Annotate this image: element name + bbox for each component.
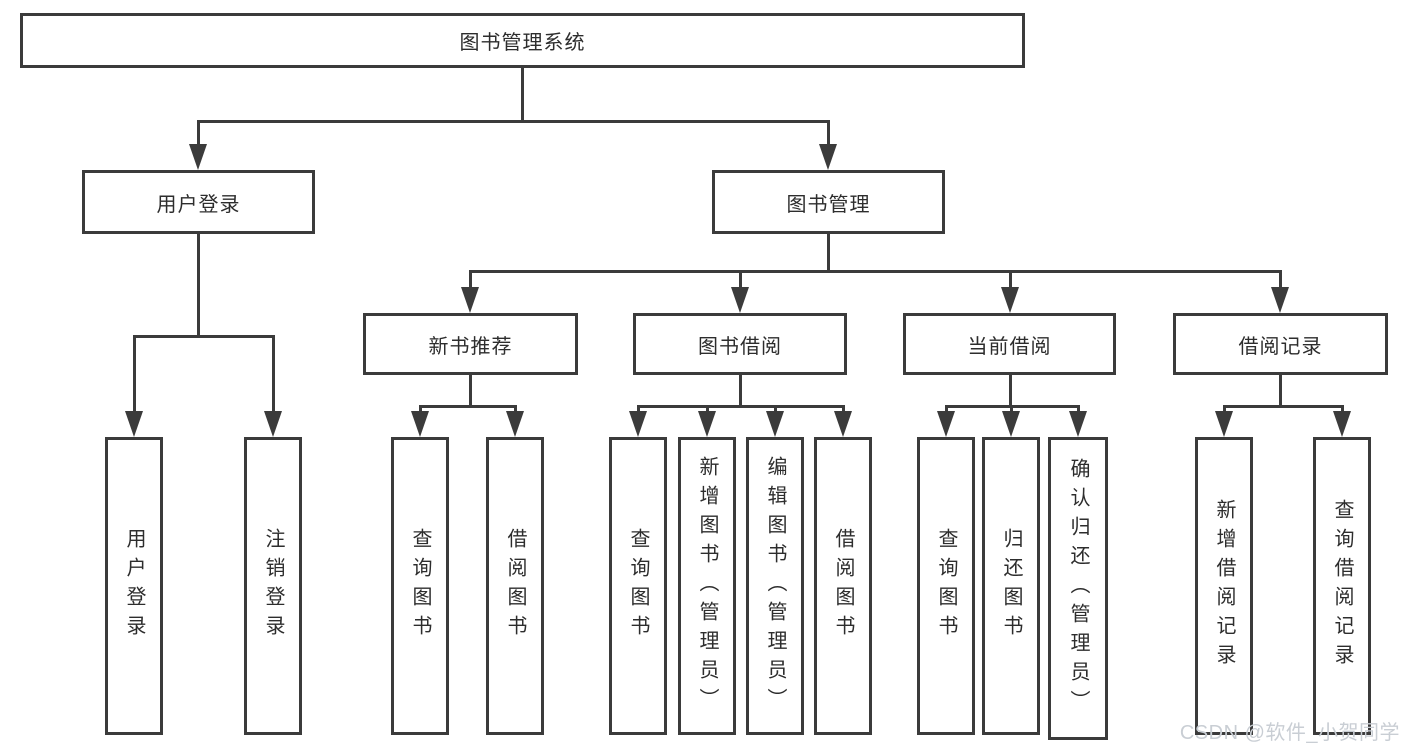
connector-line-horizontal	[197, 120, 830, 123]
connector-line-vertical	[1279, 375, 1282, 406]
connector-line-vertical	[514, 405, 517, 413]
leaf-edit-books-admin: 编辑图书（管理员）	[746, 437, 804, 735]
leaf-borrow-books-label: 借阅图书	[832, 528, 854, 644]
connector-line-vertical	[197, 233, 200, 337]
connector-line-vertical	[272, 335, 275, 413]
leaf-query-books-borrowing: 查询图书	[609, 437, 667, 735]
node-book-borrowing-label: 图书借阅	[698, 335, 782, 358]
arrow-down-icon	[1333, 411, 1351, 437]
connector-line-vertical	[706, 405, 709, 413]
arrow-down-icon	[189, 144, 207, 170]
leaf-borrow-books-recommend-label: 借阅图书	[504, 528, 526, 644]
connector-line-horizontal	[1223, 405, 1344, 408]
arrow-down-icon	[1271, 287, 1289, 313]
connector-line-vertical	[133, 335, 136, 413]
leaf-borrow-books-recommend: 借阅图书	[486, 437, 544, 735]
node-new-book-recommendation: 新书推荐	[363, 313, 578, 375]
arrow-down-icon	[629, 411, 647, 437]
arrow-down-icon	[264, 411, 282, 437]
leaf-confirm-return-admin: 确认归还（管理员）	[1048, 437, 1108, 740]
arrow-down-icon	[125, 411, 143, 437]
arrow-down-icon	[937, 411, 955, 437]
node-user-login-label: 用户登录	[156, 193, 241, 216]
connector-line-vertical	[1341, 405, 1344, 413]
connector-line-vertical	[637, 405, 640, 413]
arrow-down-icon	[766, 411, 784, 437]
arrow-down-icon	[461, 287, 479, 313]
connector-line-vertical	[1077, 405, 1080, 413]
leaf-add-books-admin: 新增图书（管理员）	[678, 437, 736, 735]
node-book-management: 图书管理	[712, 170, 945, 234]
connector-line-vertical	[521, 68, 524, 121]
connector-line-vertical	[1223, 405, 1226, 413]
leaf-add-borrow-record: 新增借阅记录	[1195, 437, 1253, 735]
node-new-book-recommendation-label: 新书推荐	[428, 335, 513, 358]
node-library-system: 图书管理系统	[20, 13, 1025, 68]
connector-line-horizontal	[133, 335, 275, 338]
leaf-user-login-label: 用户登录	[123, 528, 145, 644]
leaf-add-books-admin-label: 新增图书（管理员）	[696, 455, 718, 717]
node-current-borrowing: 当前借阅	[903, 313, 1116, 375]
node-borrowing-records-label: 借阅记录	[1238, 335, 1323, 358]
leaf-logout-label: 注销登录	[262, 528, 284, 644]
connector-line-vertical	[1009, 375, 1012, 406]
node-borrowing-records: 借阅记录	[1173, 313, 1388, 375]
arrow-down-icon	[1069, 411, 1087, 437]
connector-line-vertical	[1279, 270, 1282, 289]
leaf-query-borrow-record: 查询借阅记录	[1313, 437, 1371, 735]
node-user-login: 用户登录	[82, 170, 315, 234]
arrow-down-icon	[1001, 287, 1019, 313]
connector-line-vertical	[419, 405, 422, 413]
leaf-user-login: 用户登录	[105, 437, 163, 735]
node-current-borrowing-label: 当前借阅	[967, 335, 1052, 358]
arrow-down-icon	[698, 411, 716, 437]
arrow-down-icon	[819, 144, 837, 170]
connector-line-vertical	[197, 120, 200, 146]
leaf-logout: 注销登录	[244, 437, 302, 735]
leaf-return-books-label: 归还图书	[1000, 528, 1022, 644]
connector-line-vertical	[1010, 405, 1013, 413]
arrow-down-icon	[1215, 411, 1233, 437]
connector-line-vertical	[827, 233, 830, 272]
connector-line-horizontal	[945, 405, 1080, 408]
connector-line-vertical	[945, 405, 948, 413]
watermark-text: CSDN @软件_小贺同学	[1179, 722, 1400, 744]
leaf-confirm-return-admin-label: 确认归还（管理员）	[1067, 458, 1089, 719]
leaf-query-books-current: 查询图书	[917, 437, 975, 735]
leaf-return-books: 归还图书	[982, 437, 1040, 735]
connector-line-vertical	[739, 375, 742, 406]
arrow-down-icon	[411, 411, 429, 437]
connector-line-horizontal	[637, 405, 845, 408]
leaf-query-books-recommend: 查询图书	[391, 437, 449, 735]
connector-line-vertical	[739, 270, 742, 289]
connector-line-vertical	[827, 120, 830, 146]
arrow-down-icon	[506, 411, 524, 437]
node-book-management-label: 图书管理	[786, 193, 871, 216]
leaf-query-borrow-record-label: 查询借阅记录	[1331, 499, 1353, 673]
node-book-borrowing: 图书借阅	[633, 313, 847, 375]
leaf-query-books-recommend-label: 查询图书	[409, 528, 431, 644]
connector-line-vertical	[469, 375, 472, 406]
leaf-add-borrow-record-label: 新增借阅记录	[1213, 499, 1235, 673]
leaf-borrow-books: 借阅图书	[814, 437, 872, 735]
leaf-edit-books-admin-label: 编辑图书（管理员）	[764, 455, 786, 717]
connector-line-vertical	[1009, 270, 1012, 289]
arrow-down-icon	[1002, 411, 1020, 437]
connector-line-horizontal	[469, 270, 1282, 273]
connector-line-horizontal	[419, 405, 517, 408]
connector-line-vertical	[842, 405, 845, 413]
connector-line-vertical	[774, 405, 777, 413]
connector-line-vertical	[469, 270, 472, 289]
arrow-down-icon	[731, 287, 749, 313]
leaf-query-books-borrowing-label: 查询图书	[627, 528, 649, 644]
arrow-down-icon	[834, 411, 852, 437]
leaf-query-books-current-label: 查询图书	[935, 528, 957, 644]
node-library-system-label: 图书管理系统	[459, 32, 586, 54]
